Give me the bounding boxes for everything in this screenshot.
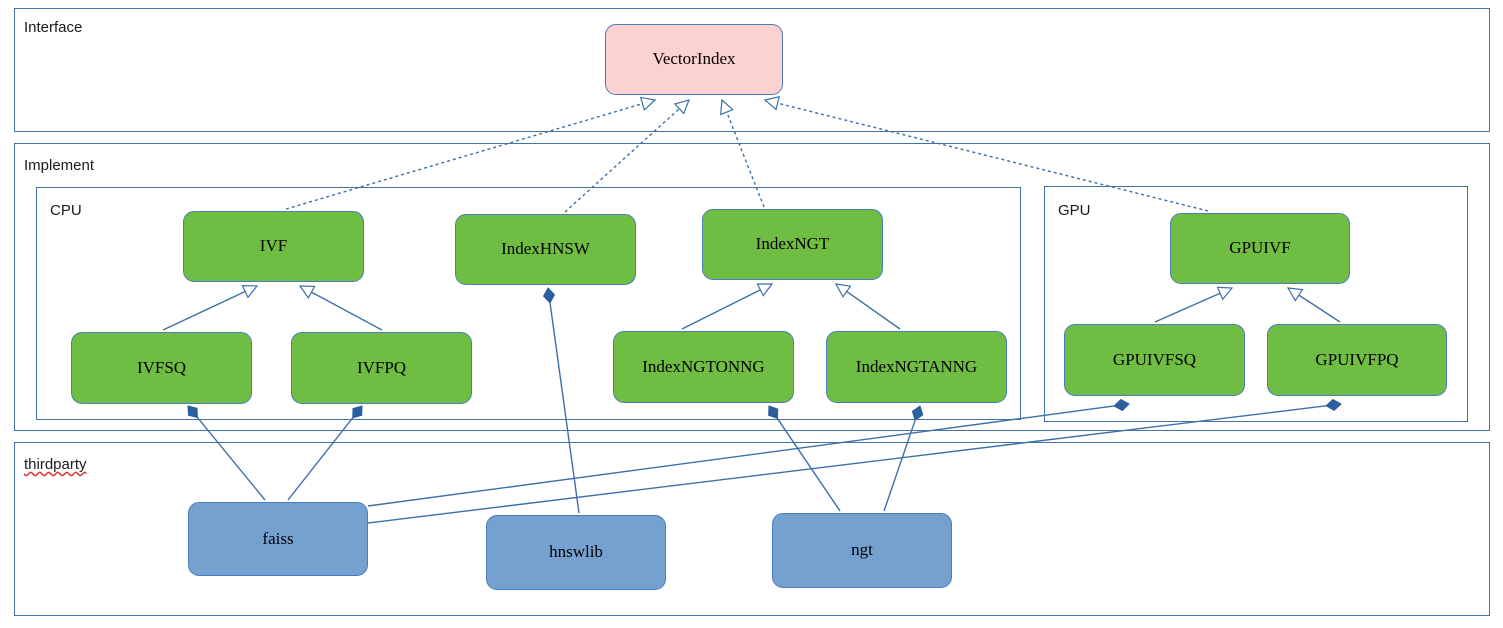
node-indexngtonng[interactable]: IndexNGTONNG <box>613 331 794 403</box>
container-thirdparty <box>14 442 1490 616</box>
container-label-interface: Interface <box>24 19 83 36</box>
container-implement <box>14 143 1490 431</box>
node-gpuivfsq[interactable]: GPUIVFSQ <box>1064 324 1245 396</box>
node-gpuivf[interactable]: GPUIVF <box>1170 213 1350 284</box>
node-ivfpq[interactable]: IVFPQ <box>291 332 472 404</box>
container-label-gpu: GPU <box>1058 202 1091 219</box>
node-ngt[interactable]: ngt <box>772 513 952 588</box>
node-hnswlib[interactable]: hnswlib <box>486 515 666 590</box>
node-indexhnsw[interactable]: IndexHNSW <box>455 214 636 285</box>
node-ivfsq[interactable]: IVFSQ <box>71 332 252 404</box>
container-label-implement: Implement <box>24 157 95 174</box>
container-cpu <box>36 187 1021 420</box>
node-indexngtanng[interactable]: IndexNGTANNG <box>826 331 1007 403</box>
container-interface <box>14 8 1490 132</box>
node-indexngt[interactable]: IndexNGT <box>702 209 883 280</box>
node-vectorindex[interactable]: VectorIndex <box>605 24 783 95</box>
node-ivf[interactable]: IVF <box>183 211 364 282</box>
container-label-thirdparty: thirdparty <box>24 456 87 473</box>
container-gpu <box>1044 186 1468 422</box>
node-faiss[interactable]: faiss <box>188 502 368 576</box>
container-label-cpu: CPU <box>50 202 82 219</box>
node-gpuivfpq[interactable]: GPUIVFPQ <box>1267 324 1447 396</box>
